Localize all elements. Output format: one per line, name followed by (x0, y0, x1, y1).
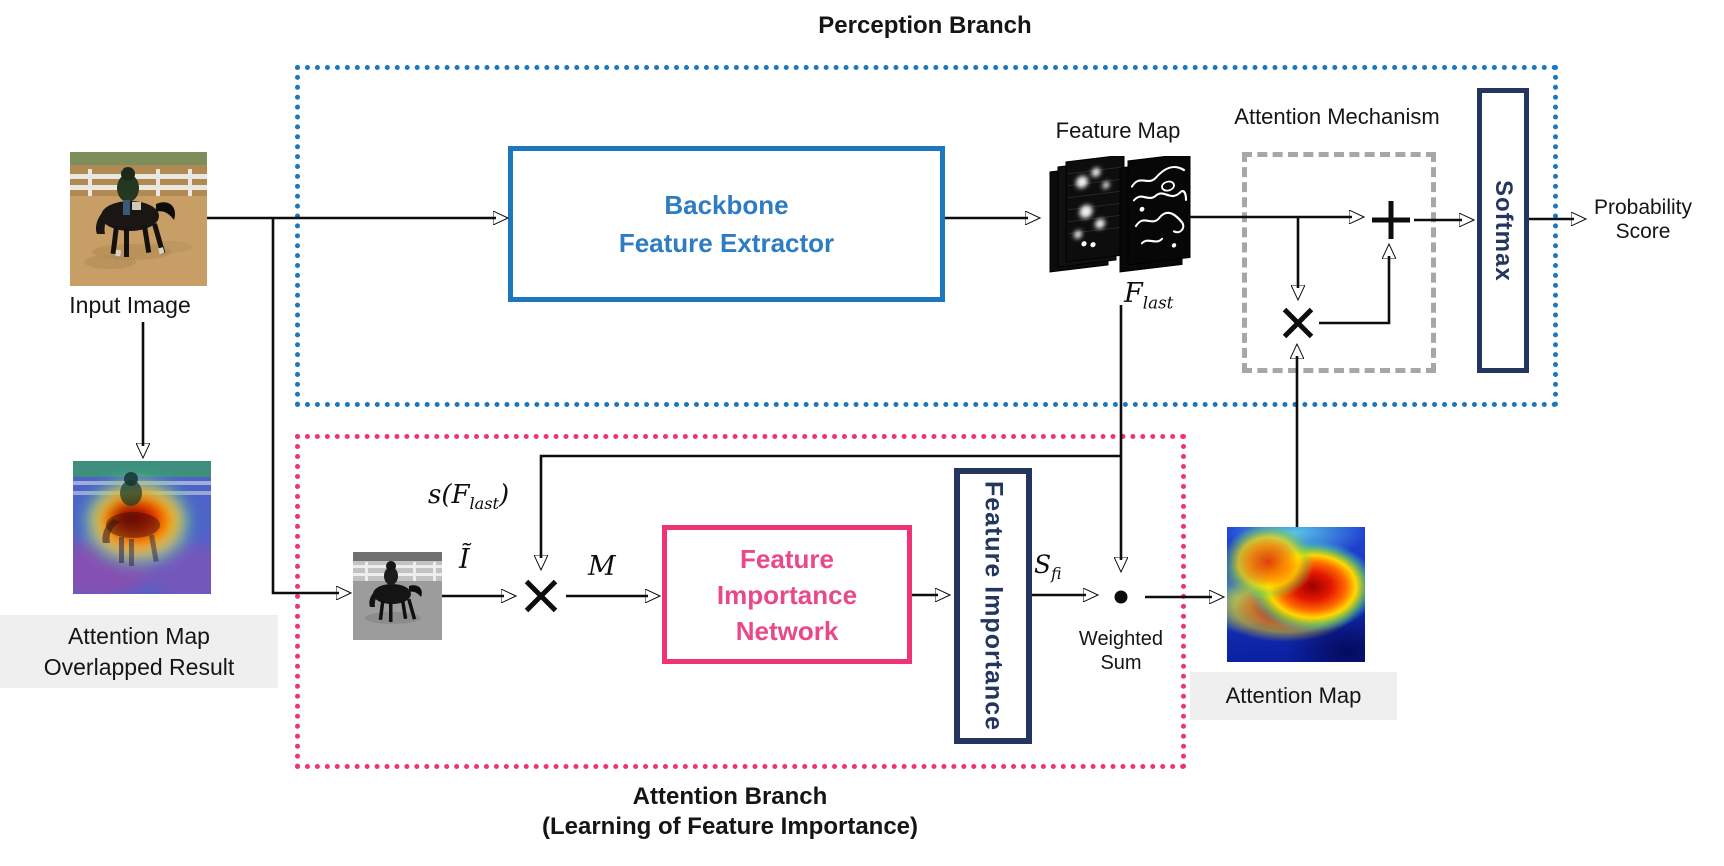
backbone-line2: Feature Extractor (618, 228, 835, 258)
grayscale-input-image (353, 552, 442, 640)
s-fi-sub: fi (1051, 565, 1062, 583)
overlap-result-line1: Attention Map (68, 622, 210, 649)
f-last-label: Flast (1124, 278, 1173, 312)
overlap-result-image (73, 461, 211, 594)
s-f-last-sub: last (469, 494, 500, 514)
attention-branch-title-line1: Attention Branch (632, 783, 828, 810)
feature-map-label: Feature Map (1055, 118, 1181, 143)
probability-score-label: Probability Score (1578, 196, 1708, 244)
attention-map-label-text: Attention Map (1225, 683, 1362, 708)
m-label: M (588, 551, 616, 582)
attention-map-label: Attention Map (1190, 672, 1397, 720)
attention-mechanism-label: Attention Mechanism (1234, 104, 1440, 129)
attention-branch-title: Attention Branch (Learning of Feature Im… (440, 782, 1020, 842)
softmax-box: Softmax (1477, 88, 1529, 373)
attention-mechanism-box (1242, 152, 1436, 373)
attention-branch-box (295, 434, 1186, 769)
input-image-photo (70, 152, 207, 286)
s-fi-label: Sfi (1034, 550, 1061, 583)
i-tilde-label: Ĩ (459, 544, 470, 575)
feature-importance-box: Feature Importance (954, 468, 1032, 744)
fin-line3: Network (735, 615, 839, 646)
f-last-base: F (1124, 278, 1143, 309)
overlap-result-label: Attention Map Overlapped Result (0, 615, 278, 688)
attention-branch-title-line2: (Learning of Feature Importance) (541, 813, 919, 840)
overlap-result-line2: Overlapped Result (43, 653, 235, 680)
weighted-sum-label: Weighted Sum (1071, 627, 1171, 675)
perception-branch-title: Perception Branch (818, 12, 1032, 39)
weighted-sum-line2: Sum (1100, 652, 1142, 674)
fin-line1: Feature (740, 543, 834, 574)
softmax-text: Softmax (1490, 179, 1517, 282)
f-last-sub: last (1142, 292, 1174, 313)
input-image-label: Input Image (69, 292, 191, 318)
feature-importance-text: Feature Importance (979, 480, 1008, 731)
fin-line2: Importance (716, 579, 858, 610)
feature-map-stack (1049, 156, 1191, 273)
feature-importance-network-box: Feature Importance Network (662, 525, 912, 664)
backbone-line1: Backbone (664, 190, 789, 220)
attention-map-heatmap (1227, 527, 1365, 662)
s-fi-base: S (1034, 550, 1052, 579)
s-f-last-suffix: ) (499, 480, 510, 510)
s-f-last-prefix: s(F (428, 480, 470, 510)
probability-score-line2: Score (1615, 220, 1671, 243)
backbone-feature-extractor-box: Backbone Feature Extractor (508, 146, 945, 302)
weighted-sum-line1: Weighted (1078, 628, 1164, 650)
probability-score-line1: Probability (1593, 196, 1693, 219)
s-f-last-label: s(Flast) (428, 480, 509, 513)
